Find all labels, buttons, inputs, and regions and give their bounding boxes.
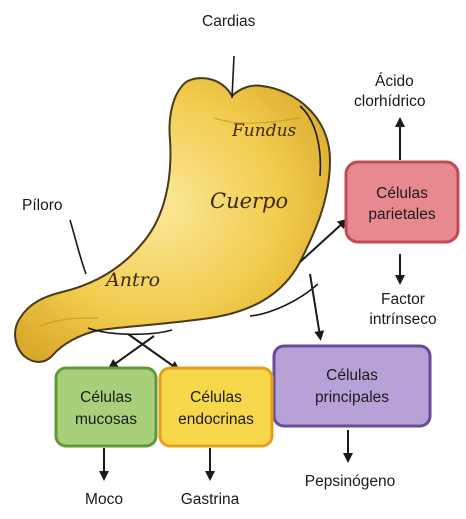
region-antro: Antro <box>104 269 160 291</box>
parietales-line2: parietales <box>368 206 435 223</box>
box-celulas-mucosas: Células mucosas <box>56 368 156 446</box>
principales-line2: principales <box>315 389 389 406</box>
arrow-to-endocrinas <box>128 334 176 368</box>
box-celulas-parietales: Células parietales <box>346 162 458 242</box>
mucosas-line2: mucosas <box>75 411 137 428</box>
label-cardias: Cardias <box>202 13 256 30</box>
label-piloro: Píloro <box>22 197 63 214</box>
endocrinas-line2: endocrinas <box>178 411 254 428</box>
label-pepsinogeno: Pepsinógeno <box>305 473 396 490</box>
label-acido-line1: Ácido <box>375 73 414 90</box>
box-celulas-endocrinas: Células endocrinas <box>160 368 272 446</box>
arrow-to-principales <box>310 274 320 336</box>
piloro-pointer-line <box>70 220 86 274</box>
cardias-pointer-line <box>232 56 234 98</box>
box-celulas-principales: Células principales <box>274 346 430 426</box>
label-acido-line2: clorhídrico <box>354 93 426 110</box>
region-fundus: Fundus <box>231 121 297 141</box>
parietales-line1: Células <box>376 185 428 202</box>
region-cuerpo: Cuerpo <box>210 189 288 213</box>
label-factor-line1: Factor <box>381 291 425 308</box>
mucosas-line1: Células <box>80 389 132 406</box>
label-gastrina: Gastrina <box>181 491 240 508</box>
principales-line1: Células <box>326 367 378 384</box>
label-moco: Moco <box>85 491 123 508</box>
arrow-to-mucosas <box>112 336 154 366</box>
label-factor-line2: intrínseco <box>369 311 436 328</box>
endocrinas-line1: Células <box>190 389 242 406</box>
